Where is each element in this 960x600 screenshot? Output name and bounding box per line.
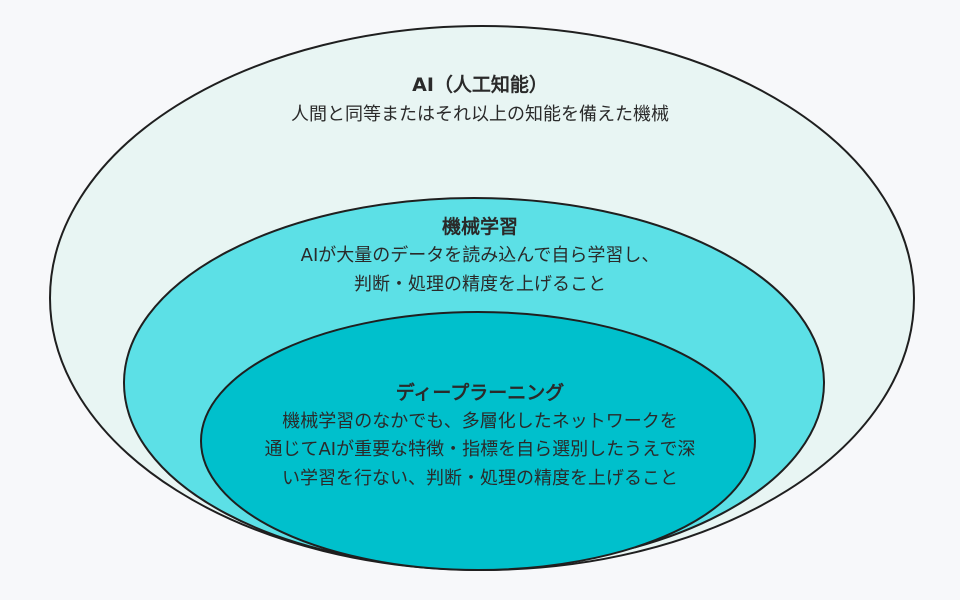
ai-description: 人間と同等またはそれ以上の知能を備えた機械: [291, 104, 669, 125]
ai-title: AI（人工知能）: [412, 74, 548, 96]
deep-learning-description-line: 通じてAIが重要な特徴・指標を自ら選別したうえで深: [264, 439, 696, 460]
machine-learning-description-line: AIが大量のデータを読み込んで自ら学習し、: [300, 245, 660, 266]
deep-learning-description-line: 機械学習のなかでも、多層化したネットワークを: [282, 411, 678, 432]
machine-learning-title: 機械学習: [441, 216, 518, 238]
machine-learning-description-line: 判断・処理の精度を上げること: [354, 274, 606, 295]
deep-learning-description-line: い学習を行ない、判断・処理の精度を上げること: [282, 468, 678, 489]
deep-learning-title: ディープラーニング: [395, 382, 565, 404]
deep-learning-ellipse: [200, 311, 756, 571]
